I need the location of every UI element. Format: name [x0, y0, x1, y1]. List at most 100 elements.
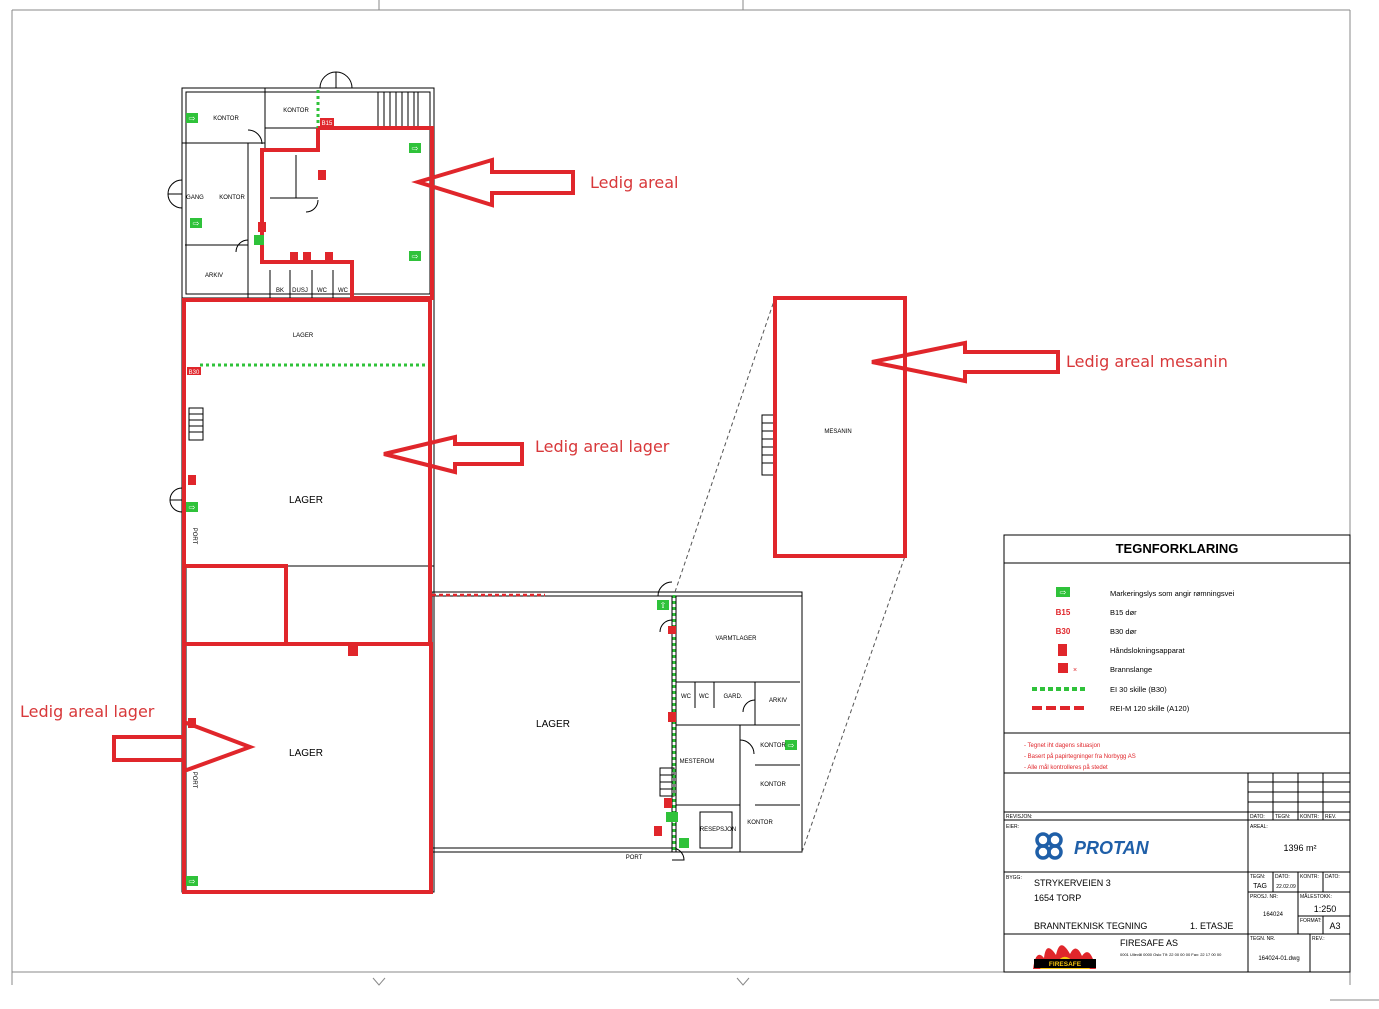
- svg-text:REVISJON:: REVISJON:: [1006, 814, 1032, 820]
- room-wc-2: WC: [338, 288, 349, 294]
- ei30-partitions: [200, 90, 676, 852]
- legend-title: TEGNFORKLARING: [1116, 541, 1239, 556]
- room-lager-lower: LAGER: [289, 748, 323, 759]
- room-kontor-6: KONTOR: [747, 820, 773, 826]
- svg-text:BYGG:: BYGG:: [1006, 875, 1022, 881]
- svg-text:Håndslokningsapparat: Håndslokningsapparat: [1110, 646, 1186, 655]
- legend-notes: - Tegnet iht dagens situasjon - Basert p…: [1024, 743, 1136, 771]
- room-arkiv-1: ARKIV: [205, 273, 223, 279]
- svg-text:⇨: ⇨: [412, 252, 419, 261]
- firesafe-logo: FIRESAFE: [1033, 945, 1096, 969]
- svg-text:⇨: ⇨: [412, 144, 419, 153]
- annotation-ledig-areal-lager-upper: Ledig areal lager: [535, 437, 670, 456]
- legend-box: [1003, 534, 1351, 973]
- room-port-2: PORT: [191, 772, 197, 789]
- room-dusj: DUSJ: [292, 288, 308, 294]
- svg-text:B30 dør: B30 dør: [1110, 627, 1137, 636]
- drawing-title: BRANNTEKNISK TEGNING: [1034, 921, 1147, 931]
- hose-icon: ×: [1058, 663, 1077, 674]
- protan-logo: PROTAN: [1035, 832, 1150, 860]
- svg-text:22.02.09: 22.02.09: [1276, 884, 1296, 890]
- svg-text:TEGN:: TEGN:: [1250, 874, 1265, 880]
- svg-text:FIRESAFE: FIRESAFE: [1049, 961, 1082, 968]
- svg-text:DATO:: DATO:: [1325, 874, 1340, 880]
- svg-text:- Alle mål kontrolleres på ste: - Alle mål kontrolleres på stedet: [1024, 764, 1108, 771]
- room-lager-upper: LAGER: [289, 495, 323, 506]
- svg-text:PROSJ. NR:: PROSJ. NR:: [1250, 894, 1278, 900]
- door-class-tags: B15 B30: [187, 118, 334, 376]
- arrow-ledig-areal-lager-upper: [383, 434, 524, 475]
- room-wc-3: WC: [681, 694, 692, 700]
- svg-text:⇨: ⇨: [189, 114, 196, 123]
- firm-address: 0001 Ullevål 0000 Oslo Tlf: 22 00 00 00 …: [1120, 952, 1222, 957]
- room-gard: GARD.: [723, 694, 742, 700]
- svg-text:×: ×: [1073, 667, 1077, 674]
- exit-signs: ⇨ ⇨ ⇨ ⇨ ⇨ ⇨ ⇧ ⇨: [186, 113, 797, 886]
- svg-text:B30: B30: [189, 370, 200, 376]
- svg-text:REV.:: REV.:: [1312, 936, 1325, 942]
- legend-labels: Markeringslys som angir rømningsvei B15 …: [1110, 589, 1235, 713]
- svg-text:A3: A3: [1329, 921, 1340, 931]
- legend-symbols: ⇨ B15 B30 ×: [1032, 587, 1086, 710]
- svg-text:PROTAN: PROTAN: [1074, 838, 1150, 858]
- room-varmtlager: VARMTLAGER: [716, 636, 758, 642]
- arrow-ledig-areal-lager-lower: [112, 719, 256, 774]
- extinguisher-icon: [1058, 644, 1067, 656]
- address-line-1: STRYKERVEIEN 3: [1034, 878, 1111, 888]
- room-kontor-1: KONTOR: [213, 116, 239, 122]
- svg-text:⇧: ⇧: [660, 601, 667, 610]
- room-wc-4: WC: [699, 694, 710, 700]
- svg-text:DATO:: DATO:: [1250, 814, 1265, 820]
- protan-logo-icon: [1035, 832, 1063, 860]
- big-room-labels: LAGER LAGER LAGER: [289, 495, 570, 759]
- room-mesterom: MESTEROM: [680, 759, 715, 765]
- svg-text:Markeringslys som angir rømnin: Markeringslys som angir rømningsvei: [1110, 589, 1235, 598]
- svg-text:⇨: ⇨: [189, 503, 196, 512]
- room-arkiv-2: ARKIV: [769, 698, 787, 704]
- room-kontor-3: KONTOR: [219, 195, 245, 201]
- svg-text:- Basert på papirtegninger fra: - Basert på papirtegninger fra Norbygg A…: [1024, 753, 1136, 760]
- svg-text:MÅLESTOKK:: MÅLESTOKK:: [1300, 893, 1332, 900]
- svg-text:KONTR:: KONTR:: [1300, 874, 1319, 880]
- room-port-1: PORT: [191, 528, 197, 545]
- floor-label: 1. ETASJE: [1190, 921, 1233, 931]
- room-lager-center: LAGER: [536, 719, 570, 730]
- svg-text:KONTR:: KONTR:: [1300, 814, 1319, 820]
- svg-text:EIER:: EIER:: [1006, 824, 1019, 830]
- svg-text:⇨: ⇨: [788, 741, 795, 750]
- annotation-ledig-areal: Ledig areal: [590, 173, 679, 192]
- titleblock-values: STRYKERVEIEN 3 1654 TORP BRANNTEKNISK TE…: [1034, 878, 1341, 962]
- svg-text:⇨: ⇨: [1060, 588, 1067, 597]
- svg-text:TEGN. NR.: TEGN. NR.: [1250, 936, 1275, 942]
- room-kontor-4: KONTOR: [760, 743, 786, 749]
- room-port-3: PORT: [626, 855, 643, 861]
- drawing-frame: [11, 0, 1379, 1001]
- room-gang: GANG: [186, 195, 204, 201]
- room-lager-strip: LAGER: [293, 333, 314, 339]
- svg-text:DATO:: DATO:: [1275, 874, 1290, 880]
- svg-text:⇨: ⇨: [189, 877, 196, 886]
- svg-text:FORMAT:: FORMAT:: [1300, 918, 1322, 924]
- svg-text:AREAL:: AREAL:: [1250, 824, 1268, 830]
- firm-name: FIRESAFE AS: [1120, 938, 1178, 948]
- drawing-number: 164024-01.dwg: [1258, 956, 1299, 962]
- address-line-2: 1654 TORP: [1034, 893, 1081, 903]
- room-wc-1: WC: [317, 288, 328, 294]
- arrow-ledig-areal: [411, 157, 575, 208]
- exit-sign-icon: ⇨: [1056, 587, 1070, 597]
- svg-text:1:250: 1:250: [1314, 904, 1337, 914]
- room-mesanin: MESANIN: [824, 429, 851, 435]
- titleblock-labels: REVISJON: DATO: TEGN: KONTR: REV. EIER: …: [1006, 814, 1340, 942]
- svg-text:REV.: REV.: [1325, 814, 1336, 820]
- room-kontor-5: KONTOR: [760, 782, 786, 788]
- room-labels: KONTOR KONTOR KONTOR GANG ARKIV BK DUSJ …: [186, 108, 852, 861]
- extinguisher-symbols: [188, 170, 676, 836]
- room-resepsjon: RESEPSJON: [700, 827, 736, 833]
- annotation-ledig-areal-lager-lower: Ledig areal lager: [20, 702, 155, 721]
- svg-text:EI 30 skille (B30): EI 30 skille (B30): [1110, 685, 1167, 694]
- svg-text:TEGN:: TEGN:: [1275, 814, 1290, 820]
- b15-symbol: B15: [1056, 608, 1071, 617]
- svg-text:REI-M 120 skille (A120): REI-M 120 skille (A120): [1110, 704, 1190, 713]
- area-value: 1396 m²: [1283, 843, 1316, 853]
